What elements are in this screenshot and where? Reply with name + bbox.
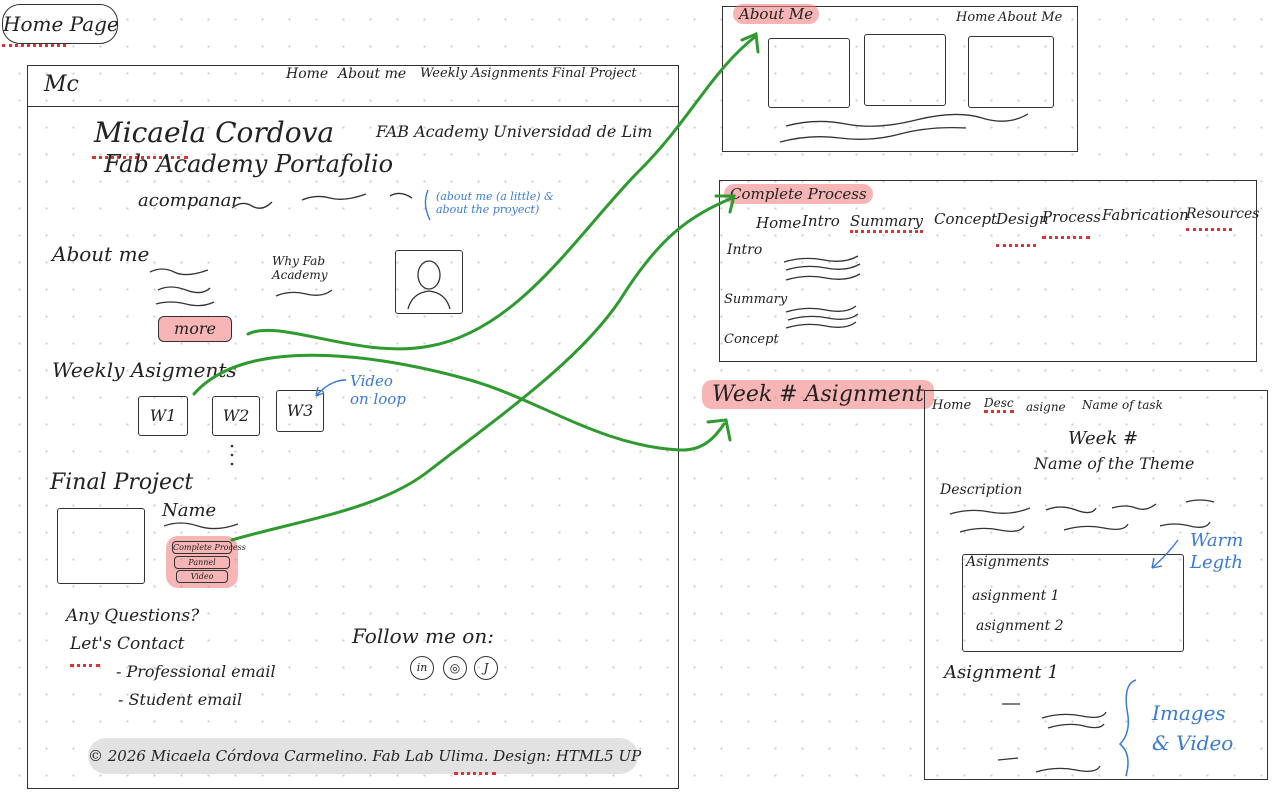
section-concept: Concept [724,332,779,347]
profile-photo [395,250,463,314]
about-card-1 [768,38,850,108]
process-nav-process[interactable]: Process [1042,208,1101,226]
process-nav-intro[interactable]: Intro [802,212,840,230]
week-description-heading: Description [940,482,1023,498]
footer: © 2026 Micaela Córdova Carmelino. Fab La… [88,738,641,774]
professional-email[interactable]: - Professional email [116,662,276,681]
video-note: Video on loop [350,372,406,408]
logo[interactable]: Mc [44,72,79,97]
images-video-note: Images & Video [1152,701,1234,755]
pannel-button[interactable]: Pannel [174,556,230,569]
nav-weekly[interactable]: Weekly Asignments [420,66,549,81]
about-heading: About me [52,242,150,266]
process-page-label: Complete Process [724,184,873,204]
why-fab-text: Why Fab Academy [272,254,328,282]
process-nav-home[interactable]: Home [756,214,802,232]
week-nav-task[interactable]: Name of task [1082,398,1163,412]
nav-about-me[interactable]: About me [338,66,407,82]
week-nav-home[interactable]: Home [932,398,972,413]
hero-name: Micaela Cordova [94,116,335,149]
home-header-divider [27,106,679,107]
nav-home[interactable]: Home [286,66,329,82]
person-icon [407,260,451,310]
tagline: acompanar [138,190,240,211]
week-number: Week # [1068,428,1139,449]
process-nav-design[interactable]: Design [996,210,1049,228]
about-nav-home[interactable]: Home [956,10,996,25]
arrow-week-head [706,418,732,442]
assignment-link-1[interactable]: asignment 1 [972,588,1060,604]
nav-final-project[interactable]: Final Project [552,66,637,81]
weekly-heading: Weekly Asigments [52,358,237,382]
section-intro: Intro [727,242,763,258]
week-page-label: Week # Asignment [702,380,934,409]
follow-text: Follow me on: [352,624,494,648]
contact-underline [70,664,100,667]
title-underline [2,44,66,47]
week-card-3[interactable]: W3 [276,390,324,432]
process-nav-concept[interactable]: Concept [934,210,998,228]
warm-note: Warm Legth [1190,530,1244,573]
contact-text[interactable]: Let's Contact [70,634,185,654]
week-theme: Name of the Theme [1034,454,1195,473]
about-note: (about me (a little) & about the proyect… [436,190,554,216]
student-email[interactable]: - Student email [118,690,243,709]
other-social-icon[interactable]: J [474,656,498,680]
complete-process-button[interactable]: Complete Process [172,541,246,554]
process-nav-summary[interactable]: Summary [850,212,923,233]
page-title: Home Page [2,4,119,44]
week-nav-desc[interactable]: Desc [984,396,1014,413]
final-name: Name [162,500,217,521]
instagram-icon[interactable]: ◎ [443,656,467,680]
footer-underline [454,772,496,775]
week-card-1[interactable]: W1 [138,396,188,436]
linkedin-icon[interactable]: in [410,656,434,680]
design-underline [996,244,1036,247]
about-card-2 [864,34,946,106]
video-button[interactable]: Video [176,570,228,583]
final-heading: Final Project [50,470,194,495]
about-card-3 [968,36,1054,108]
assignment-link-2[interactable]: asignment 2 [976,618,1064,634]
university: FAB Academy Universidad de Lim [376,122,653,141]
section-summary: Summary [724,292,788,307]
process-nav-resources[interactable]: Resources [1186,206,1260,222]
assignments-box [962,554,1184,652]
assignment1-heading: Asignment 1 [944,662,1059,683]
more-button[interactable]: more [158,316,232,342]
about-nav-about[interactable]: About Me [998,10,1063,25]
resources-underline [1186,228,1232,231]
week-card-2[interactable]: W2 [212,396,260,436]
final-image [57,508,145,584]
process-underline [1042,236,1090,239]
name-underline [92,156,188,159]
assignments-box-title: Asignments [966,554,1050,570]
hero-subtitle: Fab Academy Portafolio [104,150,394,178]
process-nav-fabrication[interactable]: Fabrication [1102,206,1189,224]
week-nav-asigne[interactable]: asigne [1026,400,1066,414]
week-page-frame [924,390,1268,780]
about-page-label: About Me [733,4,820,24]
questions-text: Any Questions? [66,606,200,626]
